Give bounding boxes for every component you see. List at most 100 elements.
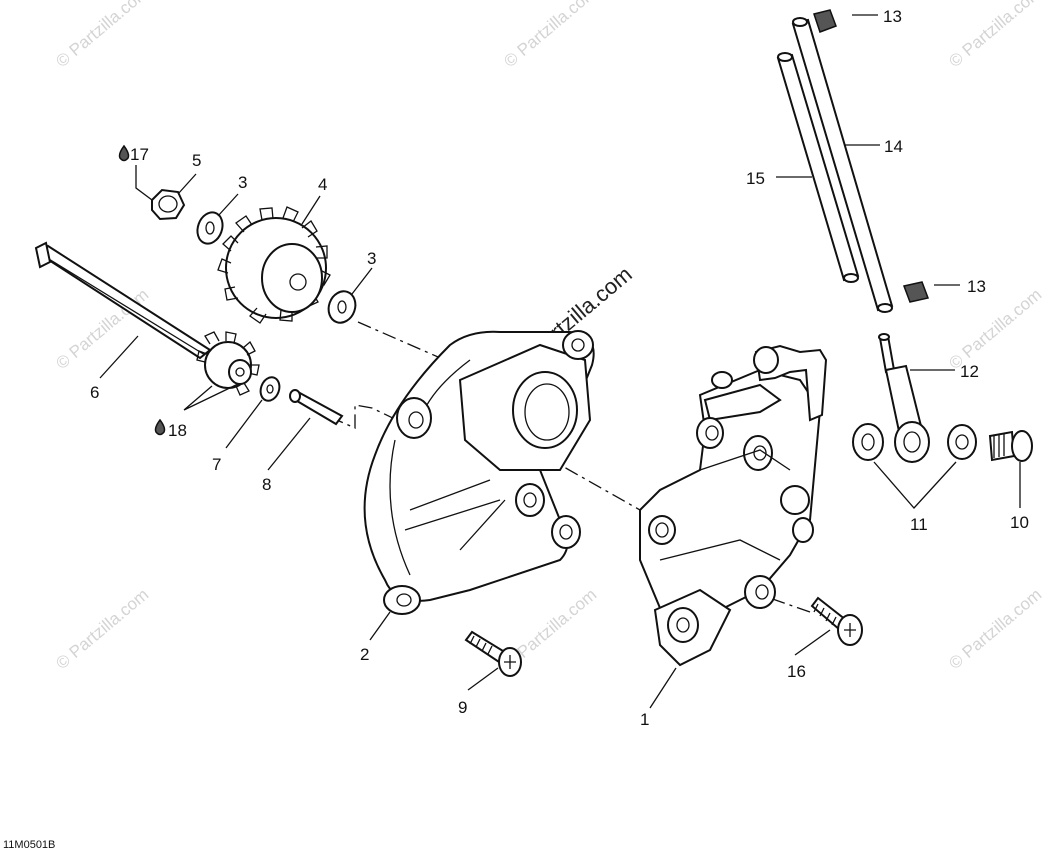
callout-labels: 13 14 15 13 12 11 10 16 1 9 2 8 7 18 6 1… xyxy=(90,7,1029,729)
cover-ear xyxy=(515,483,545,517)
callout-9: 9 xyxy=(458,698,467,717)
pump-boss-hole xyxy=(705,425,719,441)
pump-boss xyxy=(696,417,724,449)
cover-rib xyxy=(459,499,506,551)
leader-8 xyxy=(267,417,311,471)
tube-end xyxy=(792,17,808,27)
callout-6: 6 xyxy=(90,383,99,402)
cover-ear-hole xyxy=(523,492,537,508)
leader-lines xyxy=(99,14,1021,709)
callout-3-upper: 3 xyxy=(238,173,247,192)
pinion-bore xyxy=(235,367,245,377)
bolt-tip xyxy=(878,333,890,341)
shaft-end xyxy=(34,241,52,269)
leader-3a xyxy=(217,193,239,217)
leader-7 xyxy=(225,399,263,449)
pump-adjuster-bolt xyxy=(780,485,810,515)
part-11-seal-washer xyxy=(852,423,884,461)
screw-threads xyxy=(993,434,1005,458)
callout-7: 7 xyxy=(212,455,221,474)
cover-edge xyxy=(389,439,411,576)
shaft-body xyxy=(36,244,212,360)
outlet-port xyxy=(753,346,779,374)
cover-ear xyxy=(551,515,581,549)
cover-ear-hole xyxy=(396,593,412,607)
part-10-screw xyxy=(988,430,1033,462)
diagram-code: 11M0501B xyxy=(3,839,55,851)
screw-head xyxy=(1011,430,1033,462)
part-14-tube xyxy=(791,17,894,313)
washer-hole xyxy=(337,300,347,314)
pump-boss xyxy=(648,515,676,545)
cover-ear-hole xyxy=(571,338,585,352)
watermark-text: © Partzilla.com xyxy=(945,285,1042,373)
screw-threads xyxy=(469,635,493,655)
callout-13-lower: 13 xyxy=(967,277,986,296)
callout-14: 14 xyxy=(884,137,903,156)
cover-ear-hole xyxy=(559,524,573,540)
banjo-eye xyxy=(894,421,930,463)
watermark-text: © Partzilla.com xyxy=(52,585,152,673)
bolt-stem xyxy=(878,334,896,374)
washer-hole xyxy=(266,384,274,394)
part-15-tube xyxy=(776,52,860,283)
callout-12: 12 xyxy=(960,362,979,381)
pump-boss-hole xyxy=(655,522,669,538)
part-16-screw xyxy=(810,596,863,646)
callout-17: 17 xyxy=(130,145,149,164)
part-11-seal-washer xyxy=(947,424,977,460)
cover-ear xyxy=(396,397,432,439)
part-1-oil-pump xyxy=(639,344,828,667)
part-9-screw xyxy=(464,630,522,677)
gear-teeth xyxy=(217,206,331,324)
pinion-hub xyxy=(228,359,252,385)
pump-boss xyxy=(744,575,776,609)
pump-detail-line xyxy=(659,539,781,561)
callout-3-lower: 3 xyxy=(367,249,376,268)
watermark-text: © Partzilla.com xyxy=(500,0,600,71)
part-4-drive-gear xyxy=(217,206,331,324)
leader-16 xyxy=(794,629,831,656)
part-5-nut xyxy=(151,188,186,221)
callout-18: 18 xyxy=(168,421,187,440)
watermark-text: © Partzilla.com xyxy=(945,585,1042,673)
callout-10: 10 xyxy=(1010,513,1029,532)
tube-end xyxy=(877,303,893,313)
lever-eye-hole xyxy=(676,617,690,633)
phillips-cross-icon xyxy=(844,623,856,637)
nut-face xyxy=(158,195,178,213)
banjo-eye-hole xyxy=(903,431,921,453)
pump-flange xyxy=(703,383,782,422)
leader-5 xyxy=(177,173,197,195)
watermark-text: © Partzilla.com xyxy=(945,0,1042,71)
leader-11 xyxy=(873,461,957,509)
pump-detail-line xyxy=(699,449,791,471)
cover-rib xyxy=(404,499,501,531)
gear-bore xyxy=(289,273,307,291)
callout-13-upper: 13 xyxy=(883,7,902,26)
pin-end xyxy=(289,389,301,403)
cover-ear xyxy=(383,585,421,615)
watermark-text: © Partzilla.com xyxy=(52,285,152,373)
pump-boss xyxy=(792,517,814,543)
washer-hole xyxy=(205,221,215,235)
callout-11: 11 xyxy=(910,515,928,534)
callout-8: 8 xyxy=(262,475,271,494)
leader-18 xyxy=(183,383,239,411)
callout-15: 15 xyxy=(746,169,765,188)
part-13-clip-upper xyxy=(813,9,837,33)
lever-eye xyxy=(667,607,699,643)
phillips-cross-icon xyxy=(504,655,516,669)
callout-5: 5 xyxy=(192,151,201,170)
cover-ear-hole xyxy=(408,411,424,429)
axis-line xyxy=(357,321,446,361)
tube-end xyxy=(843,273,859,283)
leader-6 xyxy=(99,335,139,379)
part-8-pin xyxy=(289,389,344,426)
cover-bore-inner xyxy=(524,383,570,441)
cover-rib xyxy=(409,479,491,511)
callout-16: 16 xyxy=(787,662,806,681)
part-3-washer-upper xyxy=(196,211,224,245)
